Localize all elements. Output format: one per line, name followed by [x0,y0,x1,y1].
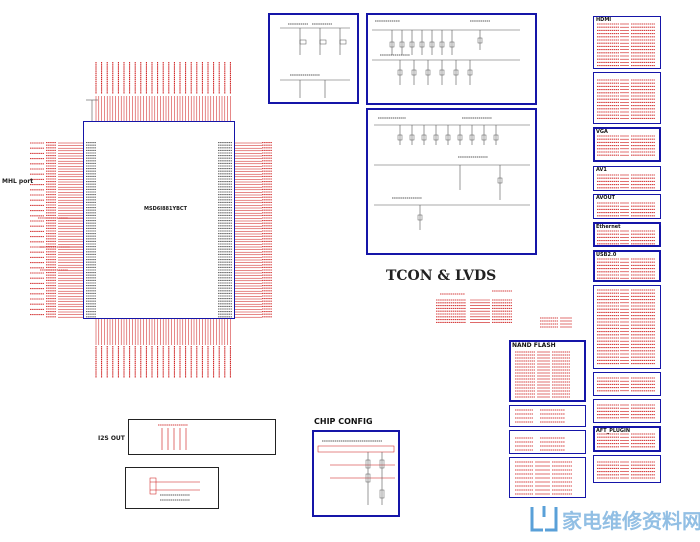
av1-title: AV1 [596,167,607,173]
audio-box [593,372,661,396]
usb-title: USB2.0 [596,252,617,258]
mhl-port-label: MHL port [2,178,34,185]
nand-flash-box [509,340,586,402]
hdmi-box-1 [593,16,661,69]
gpio-box [509,457,586,498]
watermark-logo-icon [529,503,559,533]
i2s-config-box [125,467,219,509]
avout-title: AVOUT [596,195,616,201]
watermark-text: 家电维修资料网 [562,509,700,533]
key-box [509,430,586,454]
aft-plugin-box [593,426,661,452]
chip-part-number: MSD6I881YBCT [144,206,188,212]
hdmi-title: HDMI [596,17,612,23]
chip-config-box [312,430,400,517]
power-box-analog [366,108,537,255]
tcon-lvds-title: TCON & LVDS [386,268,497,284]
power-box-small [268,13,359,104]
nand-flash-title: NAND FLASH [512,342,556,349]
i2s-box [128,419,276,455]
av1-box [593,166,661,191]
aft-plugin-title: AFT_PLUGIN [596,428,631,434]
bottom-right-box [593,455,661,483]
usb-box [593,250,661,282]
ethernet-title: Ethernet [596,224,621,230]
ethernet-box [593,222,661,247]
vga-box [593,127,661,162]
chip-config-title: CHIP CONFIG [314,417,373,426]
misc-box [593,399,661,423]
main-chip-outline [83,121,235,319]
power-box-top-right [366,13,537,105]
i2s-out-label: I2S OUT [98,435,125,442]
uart-box [509,405,586,427]
avout-box [593,194,661,219]
lvds-right-box [593,285,661,369]
vga-title: VGA [596,129,608,135]
hdmi-box-2 [593,72,661,124]
